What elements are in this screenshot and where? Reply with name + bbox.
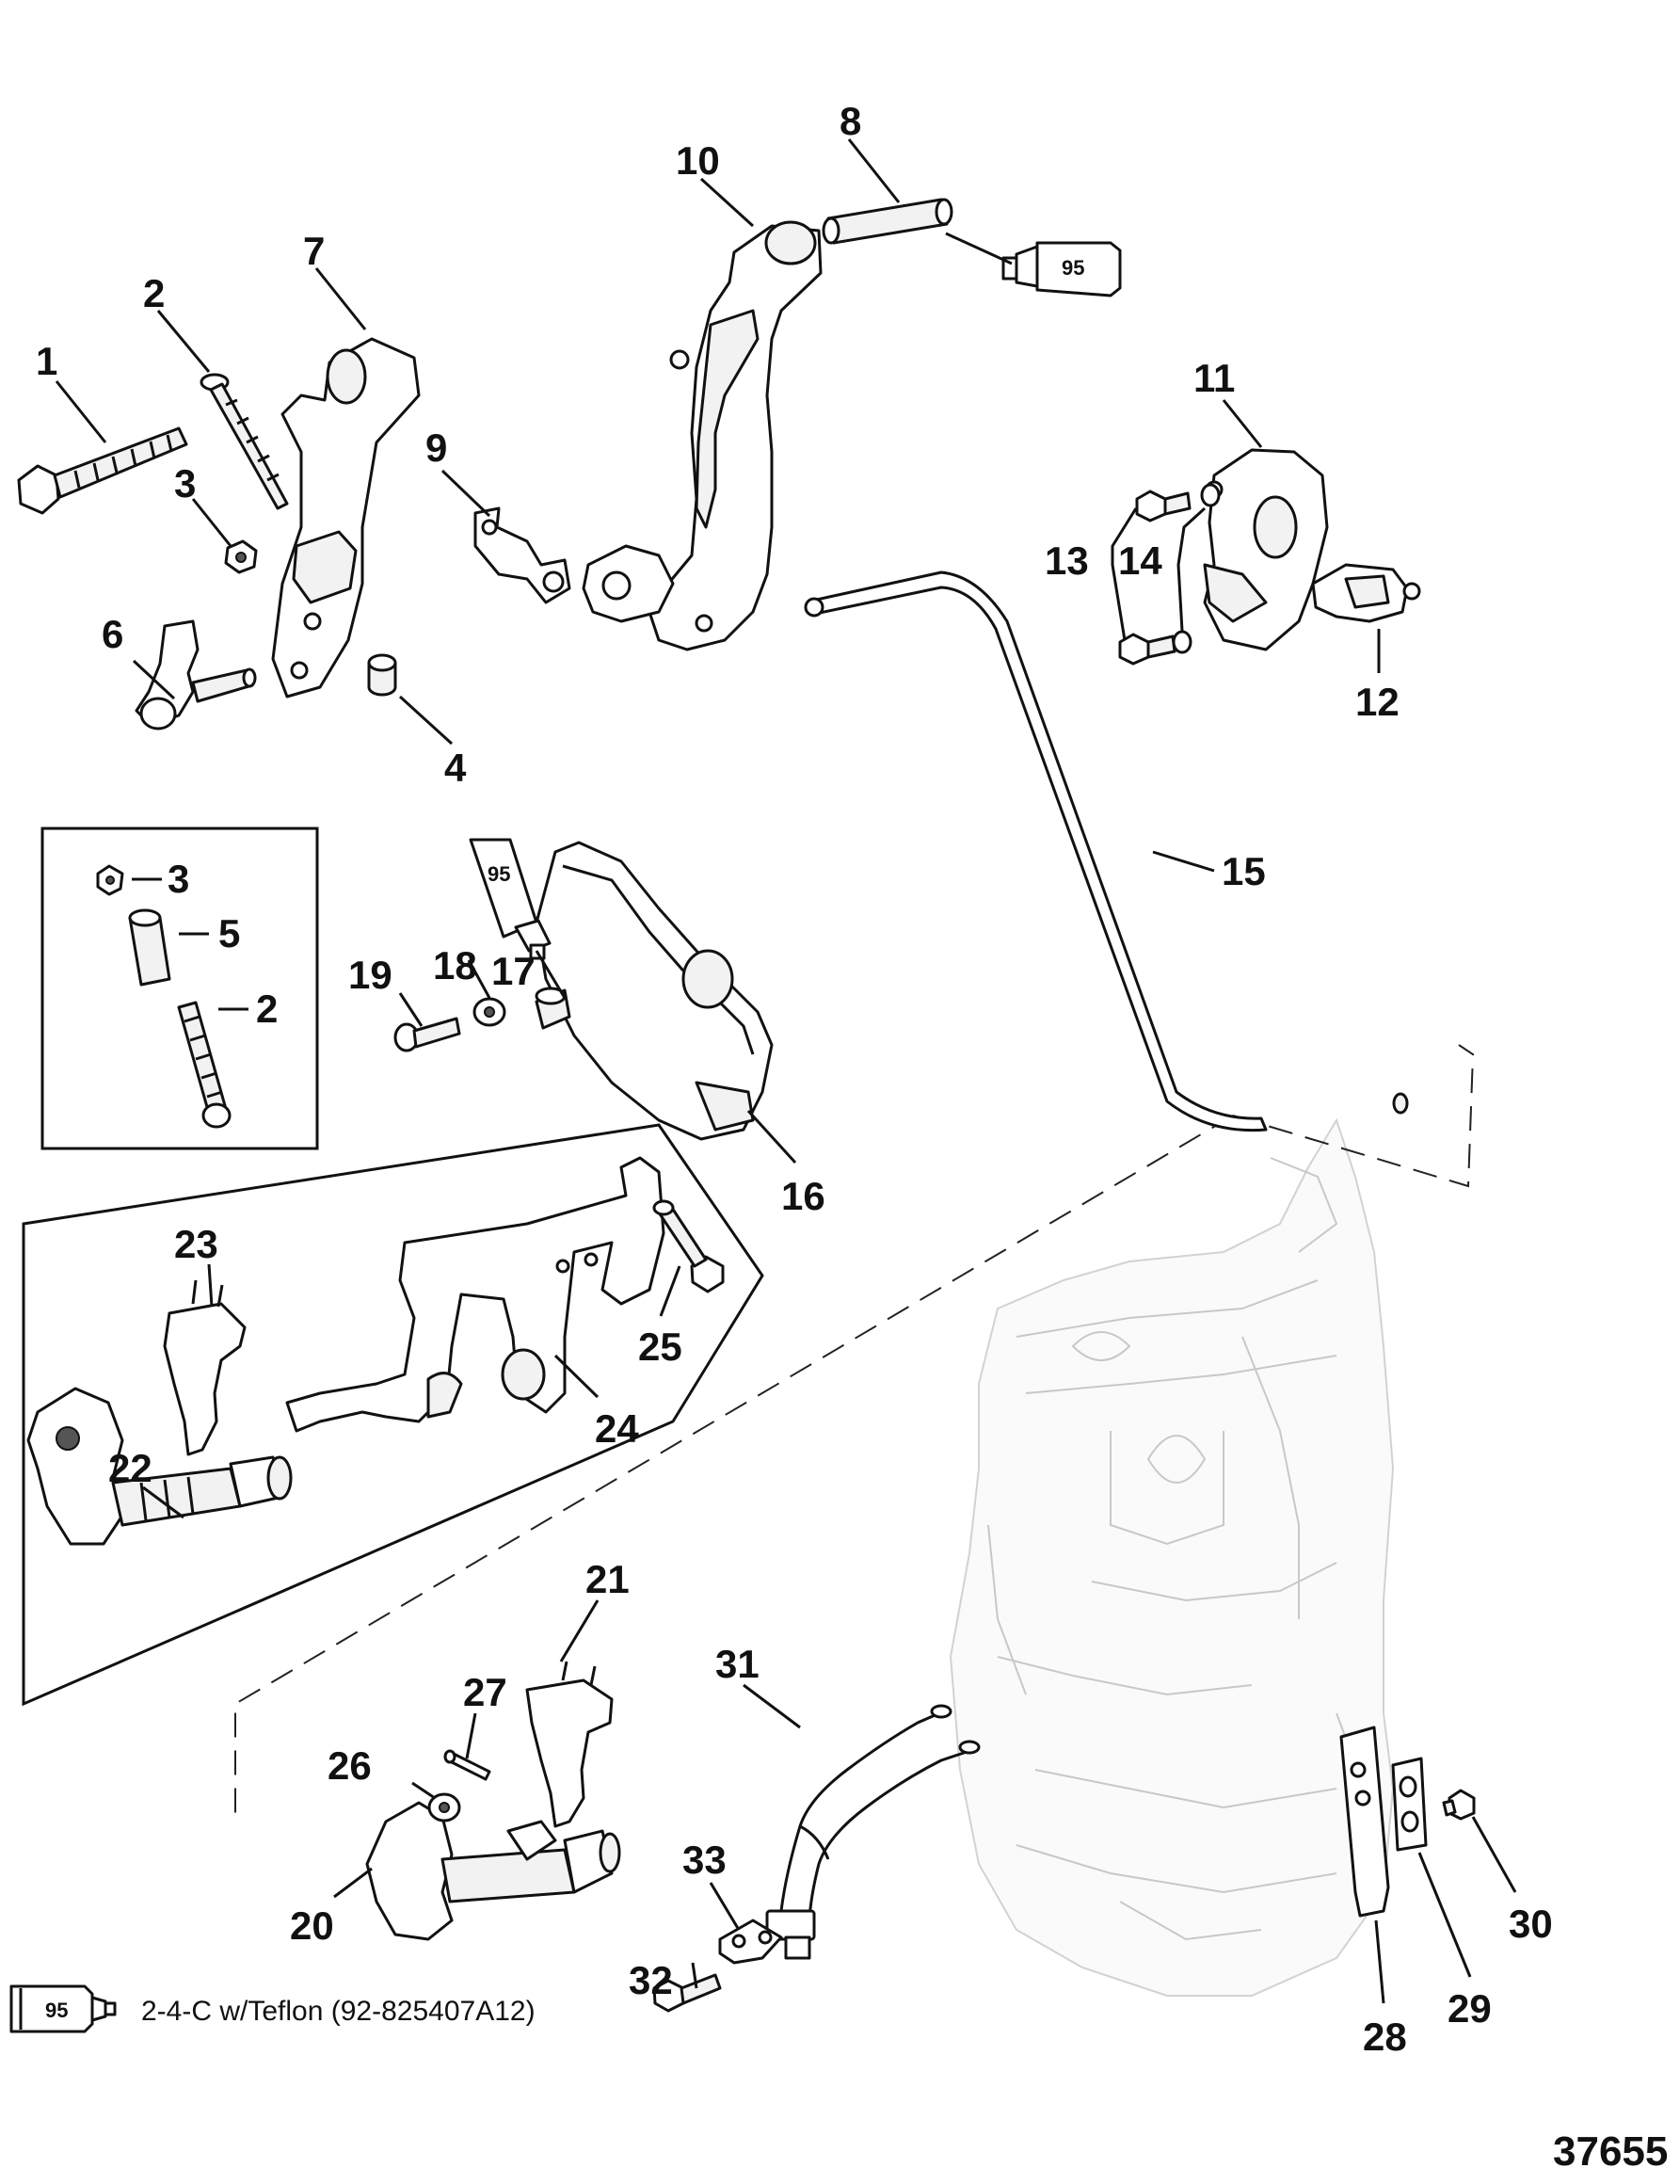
- legend-tube-label: 95: [45, 1999, 68, 2022]
- callout-28: 28: [1363, 2015, 1407, 2059]
- callout-12: 12: [1355, 680, 1400, 724]
- callout-33: 33: [682, 1838, 727, 1882]
- callout-15: 15: [1222, 849, 1266, 893]
- part-13-screw-lower: [1118, 633, 1176, 666]
- callout-20: 20: [290, 1903, 334, 1948]
- assembly-frame: [22, 1123, 764, 1707]
- callout-27: 27: [463, 1670, 507, 1714]
- part-26-washer: [427, 1792, 461, 1823]
- part-24-shift-plate: [285, 1156, 665, 1433]
- figure-reference-number: 37655: [1553, 2128, 1668, 2175]
- inset-callout-2: 2: [256, 987, 278, 1031]
- callout-32: 32: [629, 1958, 673, 2002]
- callout-9: 9: [425, 426, 447, 470]
- dashed-assembly-lines: [234, 1044, 1475, 1817]
- callout-6: 6: [102, 612, 123, 656]
- callout-22: 22: [108, 1446, 152, 1490]
- part-13-screw-upper: [1135, 490, 1192, 522]
- part-9-link: [473, 506, 571, 604]
- callout-3: 3: [174, 461, 196, 506]
- part-15-shift-rod: [804, 570, 1409, 1132]
- callout-7: 7: [303, 229, 325, 273]
- part-23-shift-fork: [163, 1279, 247, 1456]
- part-17-bushing: [535, 987, 571, 1030]
- inset-bushing: [128, 916, 171, 987]
- callout-11: 11: [1193, 356, 1235, 400]
- grease-tube-95-middle: 95: [469, 838, 552, 960]
- inset-box: [40, 827, 319, 1150]
- callout-10: 10: [676, 138, 720, 183]
- legend-tube-icon: [9, 1984, 94, 2033]
- engine-block-ghost: [949, 1117, 1395, 1997]
- part-30-screw: [1442, 1789, 1476, 1821]
- inset-callout-5: 5: [218, 911, 240, 956]
- callout-4: 4: [444, 746, 467, 790]
- part-6-lever: [135, 619, 257, 731]
- part-11-bracket: [1203, 448, 1329, 651]
- part-1-bolt: [17, 426, 188, 515]
- part-4-bushing: [367, 653, 397, 697]
- tube-label-95: 95: [488, 862, 510, 886]
- callout-2: 2: [143, 271, 165, 315]
- tube-label-95: 95: [1062, 256, 1084, 280]
- callout-26: 26: [328, 1743, 372, 1788]
- part-33-plate: [718, 1919, 783, 1965]
- callout-30: 30: [1509, 1902, 1553, 1946]
- callout-29: 29: [1448, 1986, 1492, 2031]
- part-7-bracket: [271, 337, 421, 699]
- grease-tube-95-top: 95: [1001, 241, 1122, 297]
- callout-31: 31: [715, 1642, 760, 1686]
- part-32-screw: [652, 1973, 722, 2013]
- callout-8: 8: [840, 99, 861, 143]
- legend: 95 2-4-C w/Teflon (92-825407A12): [9, 1984, 536, 2033]
- part-20-shift-shaft: [365, 1801, 621, 1941]
- callout-25: 25: [638, 1325, 682, 1369]
- legend-text: 2-4-C w/Teflon (92-825407A12): [141, 1996, 536, 2027]
- callout-1: 1: [36, 339, 57, 383]
- part-18-washer: [472, 997, 506, 1027]
- part-21-shift-fork: [525, 1661, 614, 1828]
- part-29-plate: [1391, 1757, 1428, 1852]
- part-12-clip: [1311, 563, 1421, 623]
- callout-17: 17: [491, 949, 536, 993]
- part-14-washer-upper: [1200, 483, 1221, 507]
- part-10-shift-arm: [582, 220, 823, 651]
- part-3-nut: [224, 539, 258, 574]
- part-16-cover: [535, 841, 774, 1141]
- part-28-plate: [1339, 1726, 1390, 1918]
- callout-18: 18: [433, 943, 477, 988]
- part-8-pin: [822, 198, 953, 245]
- part-19-screw: [393, 1017, 461, 1052]
- callout-19: 19: [348, 953, 392, 997]
- part-2-screw: [200, 373, 289, 510]
- part-25-bolt: [652, 1199, 725, 1293]
- callout-labels: 1 2 3 4 6 7 8 9 10 11 12 13 14 15 16 17 …: [36, 99, 1553, 2059]
- part-31-wire-harness: [765, 1704, 981, 1960]
- callout-24: 24: [595, 1406, 639, 1451]
- inset-callout-3: 3: [168, 857, 189, 901]
- leader-lines: [55, 138, 1517, 2004]
- part-14-washer-lower: [1172, 630, 1192, 654]
- callout-14: 14: [1118, 538, 1162, 583]
- callout-23: 23: [174, 1222, 218, 1266]
- part-22-shift-shaft: [26, 1387, 293, 1546]
- callout-13: 13: [1045, 538, 1089, 583]
- part-27-cotter-pin: [443, 1749, 491, 1781]
- callout-21: 21: [585, 1557, 630, 1601]
- callout-16: 16: [781, 1174, 825, 1218]
